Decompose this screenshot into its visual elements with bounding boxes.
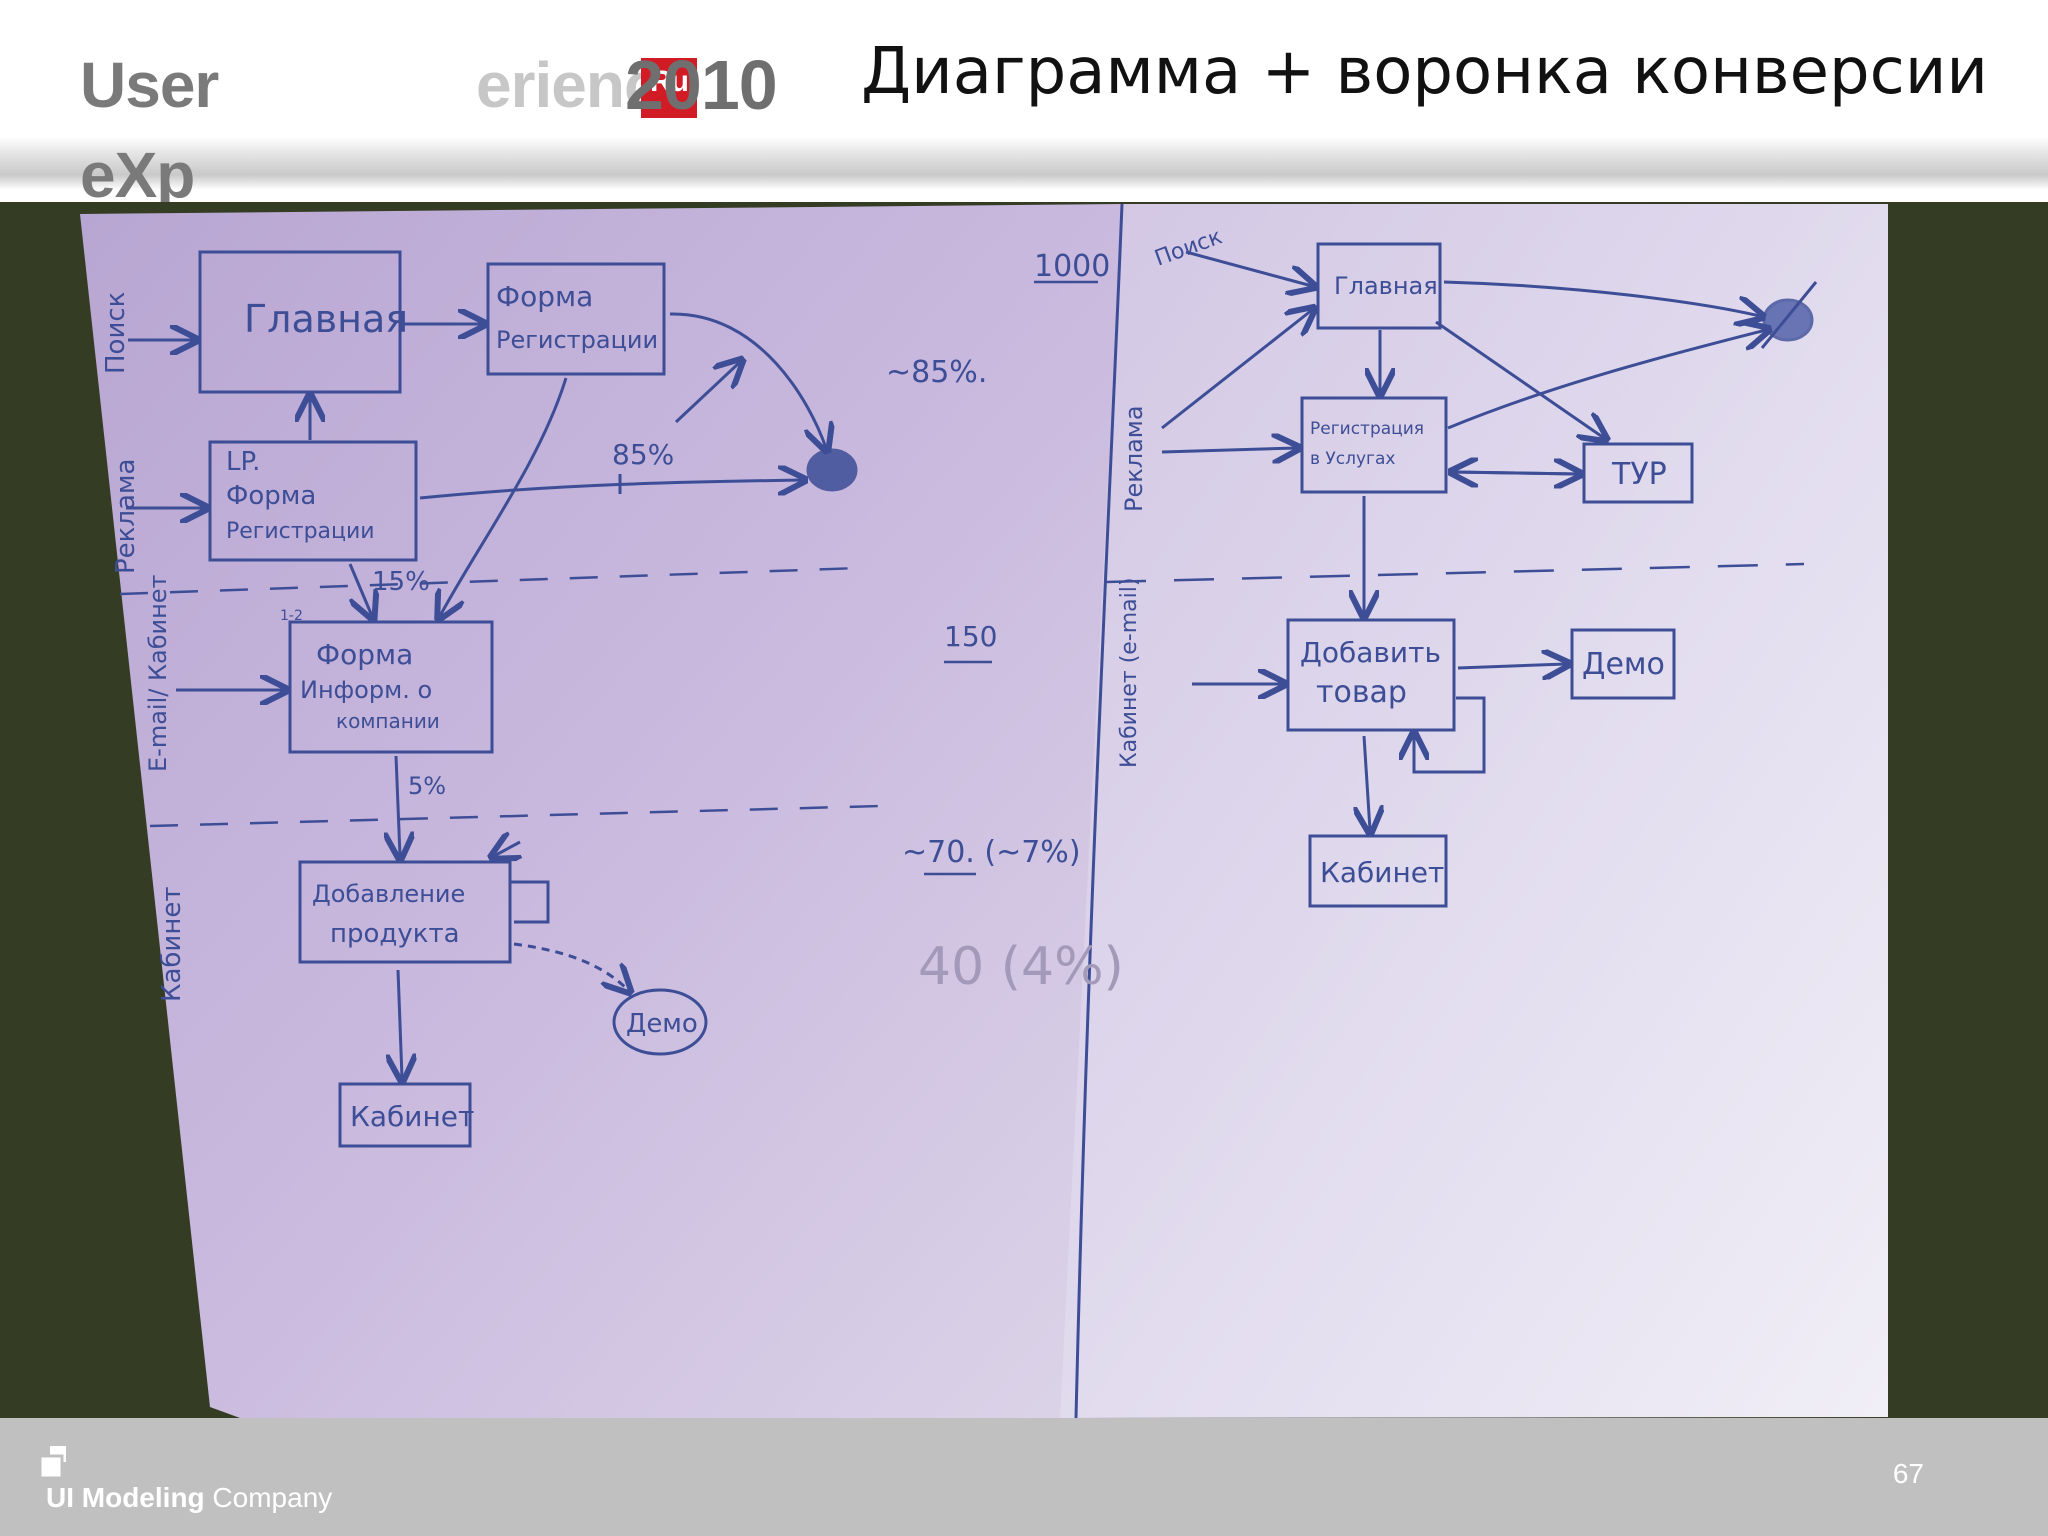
page-number: 67 bbox=[1892, 1458, 1924, 1489]
arrow-tour-reg-right bbox=[1454, 472, 1579, 474]
funnel-value-1000: 1000 bbox=[1034, 249, 1110, 284]
loop-add-goods-right bbox=[1414, 696, 1486, 774]
label-main-left: Главная bbox=[244, 297, 408, 341]
arrow-label-15-left: 15% bbox=[372, 567, 430, 597]
label-main-right: Главная bbox=[1334, 272, 1438, 300]
paper-fold-line bbox=[1074, 203, 1124, 1418]
arrow-ad-reg-right bbox=[1161, 448, 1296, 452]
box-add-goods-right bbox=[1286, 618, 1456, 732]
arrow-add-cabinet-left bbox=[398, 969, 402, 1078]
company-name-rest: Company bbox=[204, 1482, 333, 1513]
arrow-add-demo-right bbox=[1457, 664, 1566, 668]
arrow-ad-main-right bbox=[1161, 310, 1312, 430]
label-lp-line1-left: LP. bbox=[226, 447, 260, 477]
box-info-form-left bbox=[288, 620, 494, 754]
box-reg-form-left bbox=[486, 262, 666, 376]
arrow-main-blob-right bbox=[1443, 280, 1760, 316]
label-reg-form-line1-left: Форма bbox=[496, 280, 593, 313]
label-reg-services-line1-right: Регистрация bbox=[1310, 419, 1424, 439]
label-demo-right: Демо bbox=[1582, 647, 1665, 682]
slide-footer: UI Modeling Company 67 bbox=[0, 1418, 2048, 1536]
arrow-label-85-left: 85% bbox=[612, 438, 674, 471]
label-lp-line3-left: Регистрации bbox=[226, 519, 375, 544]
funnel-value-150: 150 bbox=[944, 620, 997, 653]
ru-badge: Ru bbox=[641, 58, 697, 118]
side-label-ad-left: Реклама bbox=[111, 459, 141, 574]
side-label-search-left: Поиск bbox=[101, 292, 131, 374]
label-info-line1-left: Форма bbox=[316, 638, 413, 671]
arrow-info-add-left bbox=[396, 755, 400, 856]
side-label-ad-right: Реклама bbox=[1120, 405, 1148, 512]
company-name-bold: UI Modeling bbox=[46, 1482, 205, 1513]
label-add-product-line1-left: Добавление bbox=[312, 880, 465, 908]
logo-text-part1: User eXp bbox=[80, 49, 219, 211]
label-info-line2-left: Информ. о bbox=[300, 676, 432, 704]
loop-add-product-left bbox=[510, 880, 550, 924]
label-cabinet-right: Кабинет bbox=[1320, 856, 1444, 889]
box-lp-form-left bbox=[208, 440, 418, 562]
side-label-cabinet-left: Кабинет bbox=[157, 887, 187, 1002]
slide-header: User eXp erience Ru 2010 Диаграмма + вор… bbox=[0, 0, 2048, 211]
label-lp-line2-left: Форма bbox=[226, 481, 316, 511]
label-add-goods-line2-right: товар bbox=[1316, 675, 1407, 710]
funnel-value-85: ~85%. bbox=[886, 355, 987, 390]
divider-dashed-right bbox=[1105, 562, 1805, 584]
company-logo-icon bbox=[40, 1446, 66, 1480]
funnel-value-40: 40 (4%) bbox=[918, 937, 1124, 997]
slide-title: Диаграмма + воронка конверсии bbox=[861, 35, 1988, 109]
logo-year: 2010 bbox=[625, 46, 778, 124]
arrow-regform-blob-left bbox=[669, 312, 826, 448]
arrow-label-small-left: 1-2 bbox=[280, 608, 303, 624]
divider-dashed-1-left bbox=[119, 566, 861, 596]
arrow-add-demo-left bbox=[513, 942, 628, 990]
label-info-line3-left: компании bbox=[336, 709, 440, 733]
paper-sheet-right bbox=[1060, 204, 1888, 1418]
arrow-search-main-right bbox=[1185, 250, 1312, 286]
label-reg-form-line2-left: Регистрации bbox=[496, 326, 658, 354]
arrow-reg-blob-right bbox=[1447, 330, 1766, 430]
arrow-lp-blob-left bbox=[419, 480, 802, 500]
side-label-cabinet-right: Кабинет (e-mail) bbox=[1117, 578, 1142, 768]
arrow-regform-info-left bbox=[440, 377, 568, 616]
target-blob-right bbox=[1762, 298, 1814, 342]
label-add-goods-line1-right: Добавить bbox=[1300, 636, 1441, 669]
whiteboard-photo: Поиск Реклама E-mail/ Кабинет Кабинет Гл… bbox=[0, 202, 2048, 1418]
funnel-value-70: ~70. (~7%) bbox=[902, 835, 1081, 870]
company-name: UI Modeling Company bbox=[46, 1482, 332, 1514]
side-label-email-left: E-mail/ Кабинет bbox=[144, 574, 172, 772]
label-tour-right: ТУР bbox=[1611, 457, 1667, 492]
arrow-lp-info-left bbox=[348, 563, 372, 616]
label-add-product-line2-left: продукта bbox=[330, 919, 460, 949]
label-reg-services-line2-right: в Услугах bbox=[1310, 449, 1395, 469]
label-cabinet-left: Кабинет bbox=[350, 1100, 474, 1133]
label-demo-left: Демо bbox=[626, 1009, 698, 1039]
box-demo-left bbox=[612, 988, 708, 1056]
target-blob-left bbox=[806, 448, 858, 492]
arrow-up-diagonal-left bbox=[674, 362, 740, 424]
arrow-add-cabinet-right bbox=[1364, 735, 1370, 830]
divider-dashed-2-left bbox=[149, 804, 881, 828]
arrow-main-tour-right bbox=[1435, 320, 1604, 438]
arrow-loop-add-left bbox=[494, 842, 520, 856]
arrow-label-5-left: 5% bbox=[408, 772, 446, 800]
